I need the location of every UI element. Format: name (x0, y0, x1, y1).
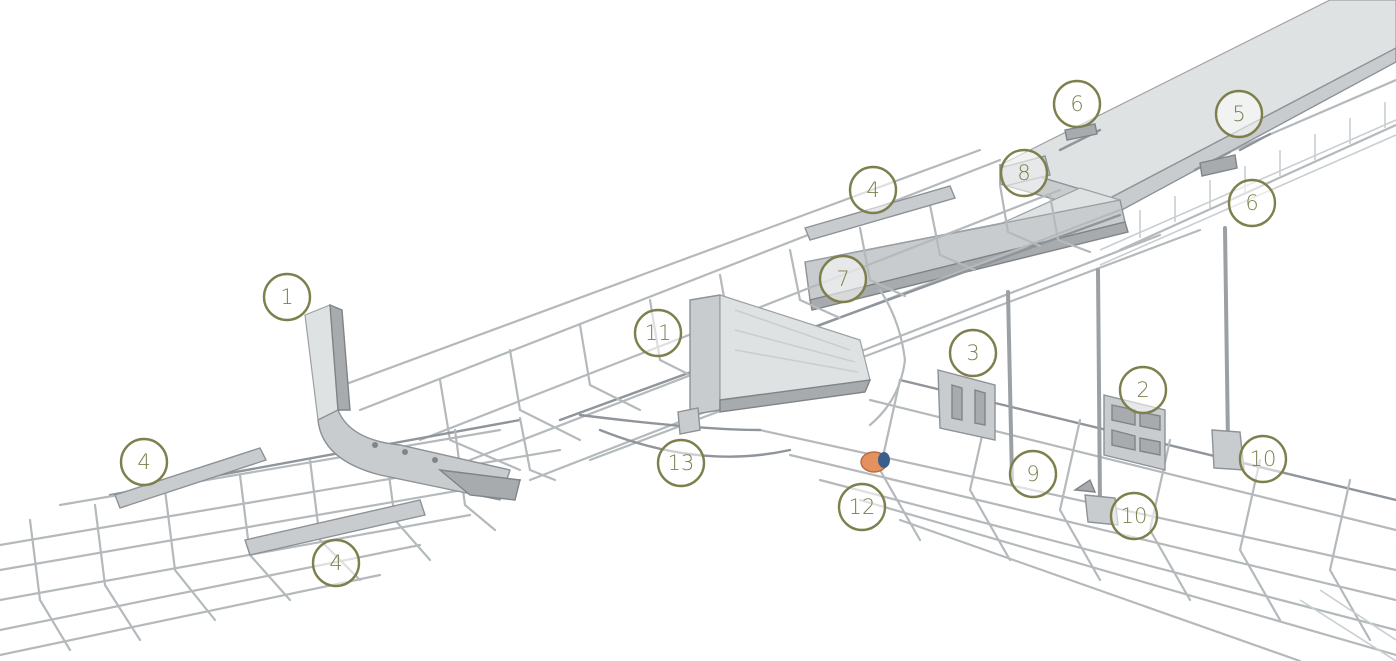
callout-4-top: 4 (848, 165, 898, 215)
cable-plug (860, 451, 890, 473)
callout-5: 5 (1214, 89, 1264, 139)
callout-6-top: 6 (1052, 79, 1102, 129)
callout-label: 7 (836, 267, 849, 291)
callout-7: 7 (818, 254, 868, 304)
callout-10-bottom: 10 (1109, 491, 1159, 541)
callout-label: 13 (668, 451, 695, 475)
fixing-plate-3 (937, 369, 996, 441)
callout-label: 4 (137, 450, 150, 474)
earth-clamp (677, 407, 701, 435)
fixing-plate-2 (1103, 394, 1166, 471)
callout-label: 4 (329, 551, 342, 575)
callout-label: 8 (1017, 161, 1030, 185)
callout-11: 11 (633, 308, 683, 358)
callout-label: 3 (966, 341, 979, 365)
threaded-rods (1006, 226, 1230, 507)
cantilever-bracket (689, 294, 872, 416)
callout-label: 10 (1121, 504, 1148, 528)
callout-label: 1 (280, 285, 293, 309)
callout-label: 2 (1136, 378, 1149, 402)
callout-12: 12 (837, 482, 887, 532)
callout-8: 8 (999, 148, 1049, 198)
callout-13: 13 (656, 438, 706, 488)
callout-3: 3 (948, 328, 998, 378)
callout-label: 9 (1026, 462, 1039, 486)
callout-label: 10 (1250, 447, 1277, 471)
callout-9: 9 (1008, 449, 1058, 499)
callout-2: 2 (1118, 365, 1168, 415)
callout-label: 5 (1232, 102, 1245, 126)
callout-label: 6 (1070, 92, 1083, 116)
callout-label: 6 (1245, 191, 1258, 215)
callout-4-bottom: 4 (311, 538, 361, 588)
callout-label: 12 (849, 495, 876, 519)
callout-1: 1 (262, 272, 312, 322)
callout-label: 4 (866, 178, 879, 202)
callout-label: 11 (645, 321, 672, 345)
callout-4-left: 4 (119, 437, 169, 487)
wall-bracket (304, 303, 521, 501)
callout-6-right: 6 (1227, 178, 1277, 228)
callout-10-right: 10 (1238, 434, 1288, 484)
